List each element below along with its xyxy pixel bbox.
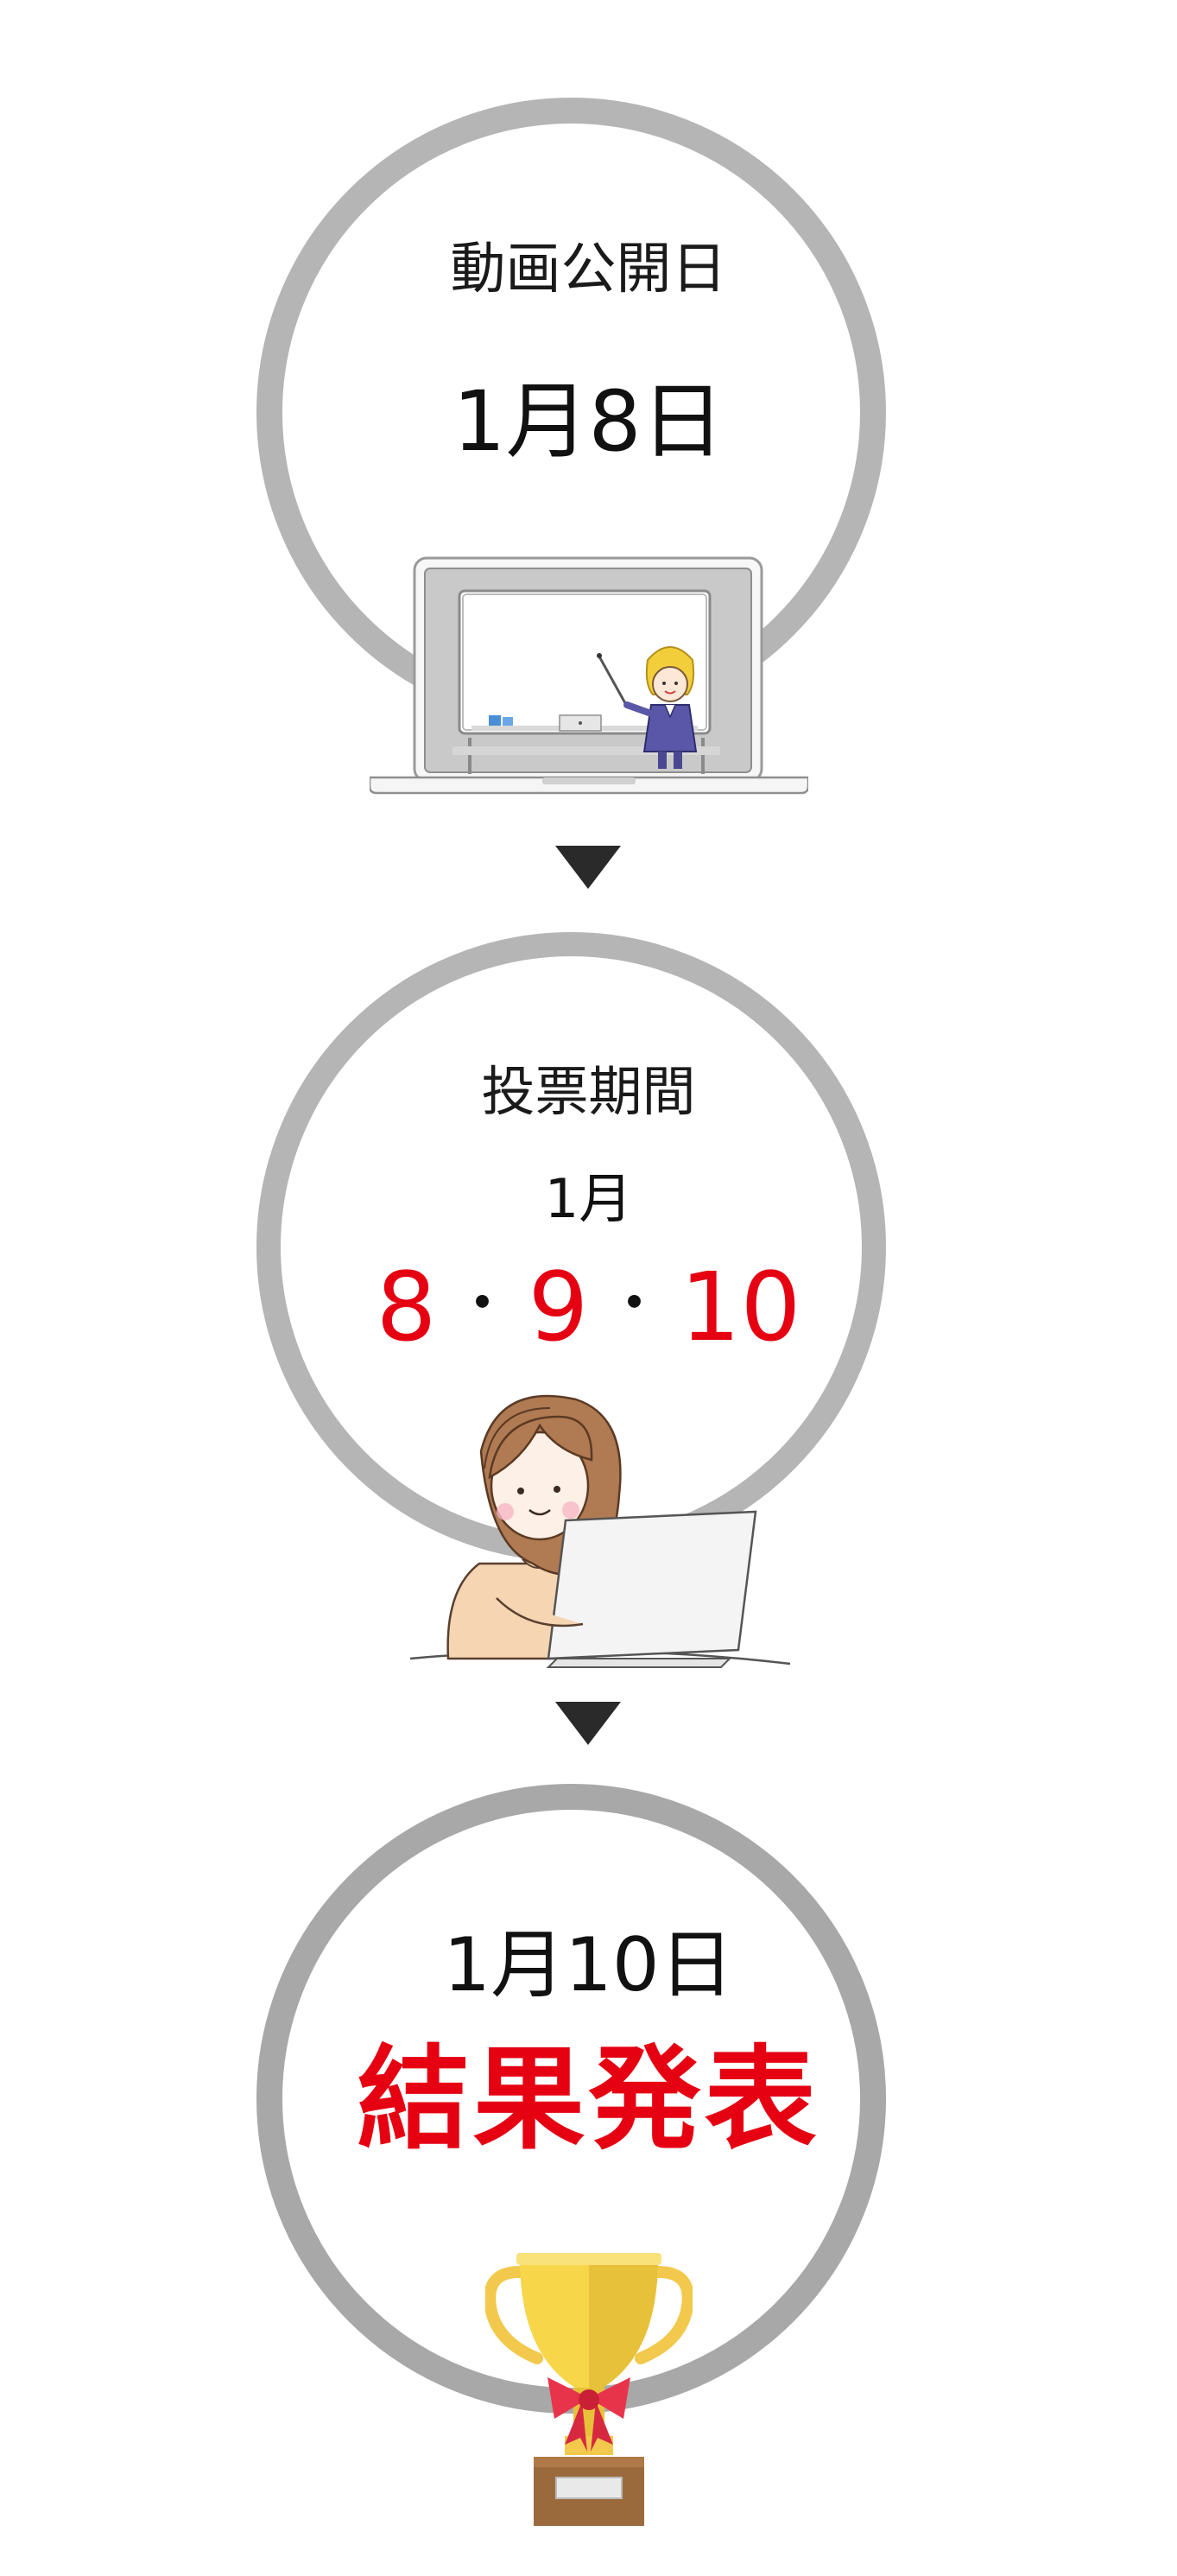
- separator-dot: ・: [452, 1268, 513, 1339]
- step1-date: 1月8日: [452, 373, 725, 470]
- step2-month: 1月: [544, 1167, 633, 1230]
- separator-dot: ・: [604, 1268, 665, 1339]
- voting-day-3: 10: [680, 1252, 801, 1362]
- voting-day-2: 9: [528, 1252, 589, 1362]
- step3-date: 1月10日: [443, 1922, 734, 2008]
- trophy-icon: [485, 2253, 693, 2526]
- down-triangle-icon: [555, 846, 621, 889]
- voting-day-1: 8: [376, 1252, 437, 1362]
- step3-label: 結果発表: [357, 2034, 820, 2165]
- down-triangle-icon: [555, 1702, 621, 1745]
- woman-using-laptop-illustration: [409, 1394, 791, 1668]
- laptop-presentation-illustration: [370, 556, 808, 795]
- step2-days: 8・9・10: [0, 1259, 1177, 1355]
- step1-label: 動画公開日: [450, 238, 727, 301]
- step2-label: 投票期間: [481, 1060, 696, 1123]
